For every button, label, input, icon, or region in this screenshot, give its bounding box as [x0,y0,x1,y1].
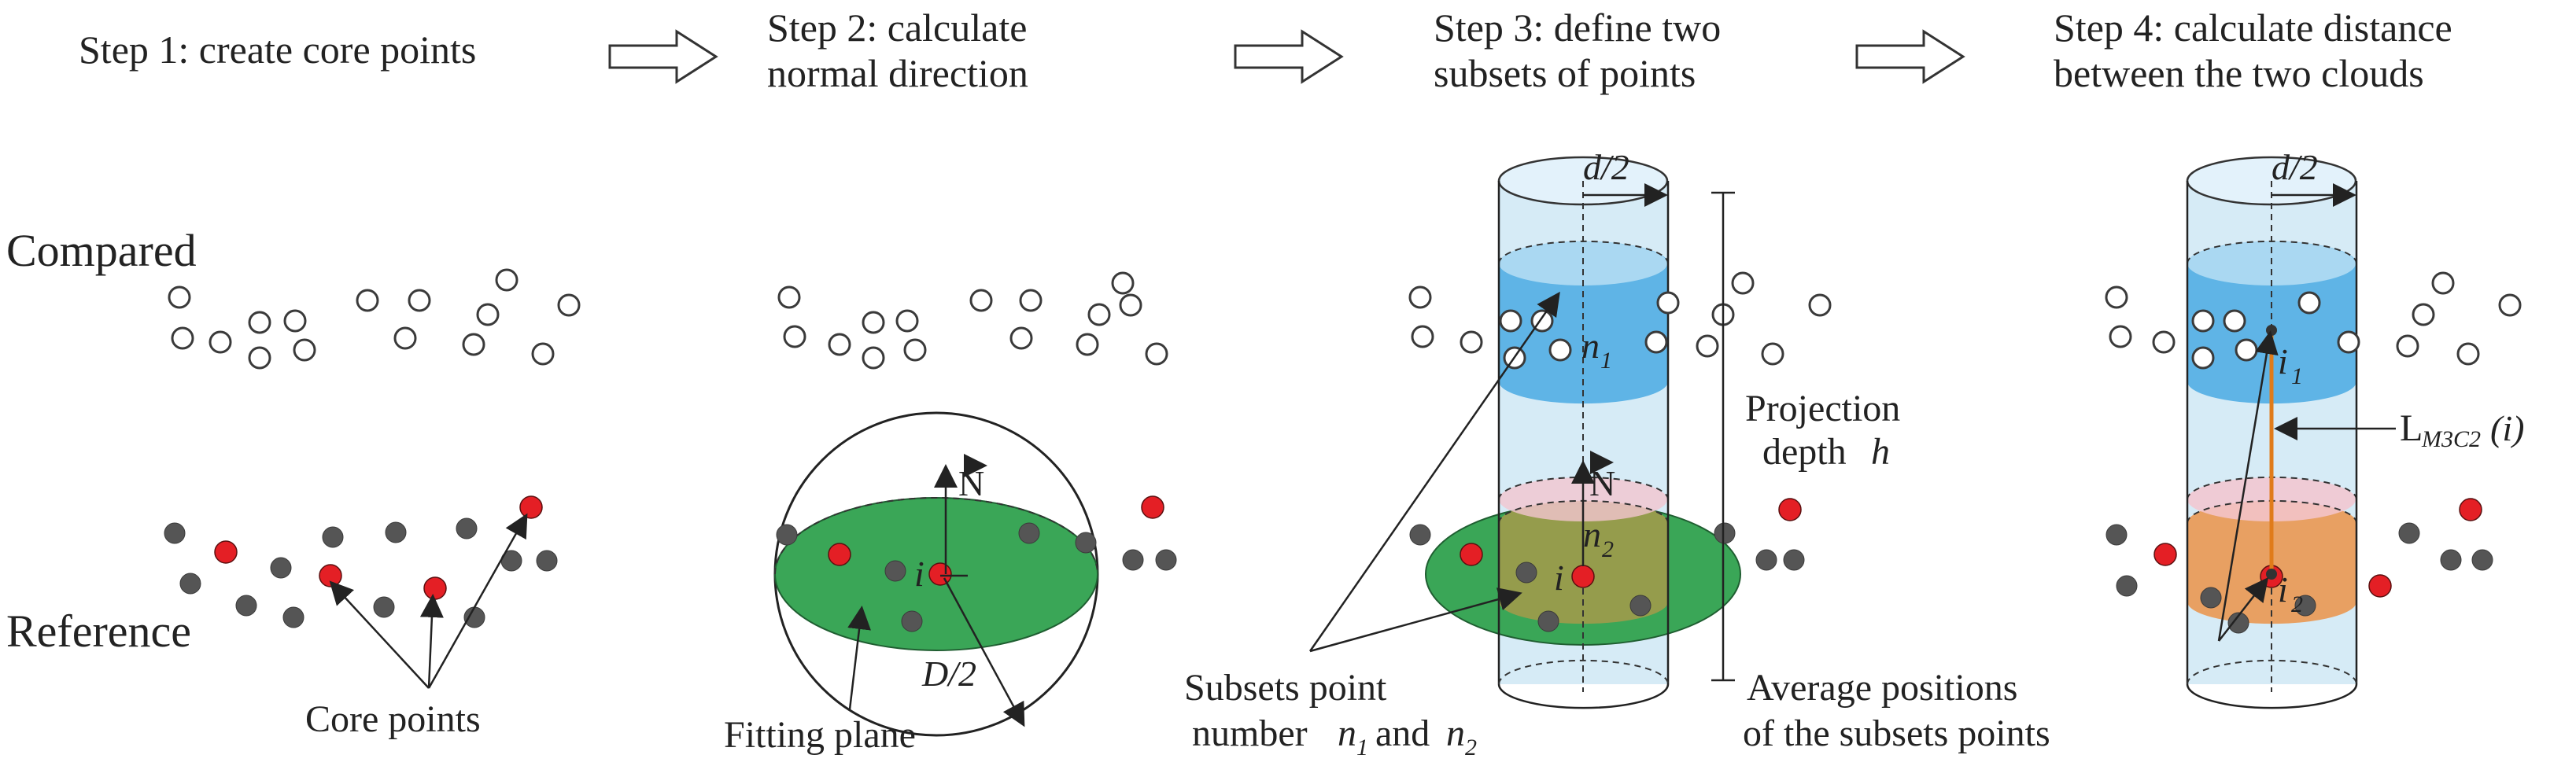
panel-step3: n 1 N n 2 i d/2 Projection depth h S [1184,147,1900,760]
average-label-1: Average positions [1747,667,2017,709]
subsets-leader-1 [1308,291,1560,652]
panel-step4: i 1 i 2 L M3C2 (i) d/2 Average positions… [1743,147,2524,754]
compared-label: Compared [6,225,197,276]
normal-N-label-2: N [958,463,984,503]
svg-text:2: 2 [1465,735,1477,760]
step3-title-line1: Step 3: define two [1434,6,1721,50]
D-half-label: D/2 [921,654,976,694]
average-leader-1 [2217,330,2279,642]
step1-title: Step 1: create core points [79,28,476,72]
compared-points-3 [1408,271,1832,370]
step4-title-line2: between the two clouds [2054,51,2424,95]
i1-label-4: i [2278,341,2288,381]
step2-title-line2: normal direction [767,51,1028,95]
d-half-label-4: d/2 [2272,147,2318,187]
reference-points-2 [776,495,1177,632]
radius-line [943,577,1025,727]
svg-text:M3C2: M3C2 [2421,426,2481,452]
step-arrow-3 [1855,29,1965,84]
panel-step2: N i D/2 Fitting plane [724,271,1177,756]
core-i-label-3: i [1554,558,1564,598]
n1-label-3: n [1581,326,1600,366]
svg-text:2: 2 [1602,536,1614,562]
core-points-label: Core points [305,698,481,740]
lm3c2-label: L [2400,407,2423,449]
average-label-2: of the subsets points [1743,713,2050,754]
svg-text:and: and [1375,713,1430,754]
svg-text:1: 1 [1600,348,1612,374]
subsets-label-1: Subsets point [1184,667,1387,709]
reference-label: Reference [6,606,191,657]
fitting-plane-leader [847,606,871,710]
subsets-label-2: number [1192,713,1308,754]
step-arrow-2 [1234,29,1344,84]
i2-label-4: i [2278,569,2288,609]
step4-title-line1: Step 4: calculate distance [2054,6,2452,50]
d-half-label-3: d/2 [1583,147,1629,187]
core-points-arrows [329,513,528,689]
step-arrow-1 [608,29,718,84]
compared-points-4 [2105,271,2522,370]
compared-points-2 [777,271,1168,370]
svg-text:(i): (i) [2490,408,2524,448]
svg-text:n: n [1338,713,1356,754]
step2-title-line1: Step 2: calculate [767,6,1027,50]
projection-depth-label-2: depth [1762,431,1847,473]
panel-step1: Core points [164,268,581,740]
svg-text:1: 1 [2291,363,2303,389]
svg-text:1: 1 [1356,735,1368,760]
projection-depth-label-1: Projection [1745,388,1900,429]
n2-label-3: n [1583,514,1601,554]
core-i-label-2: i [914,554,924,594]
average-leader-2 [2218,577,2269,642]
compared-points-1 [168,268,581,370]
reference-points-4 [2105,498,2493,634]
reference-points-3 [1409,498,1805,632]
svg-text:h: h [1871,431,1890,473]
step3-title-line2: subsets of points [1434,51,1696,95]
fitting-plane-label: Fitting plane [724,714,916,756]
reference-points-1 [164,495,558,628]
subsets-leader-2 [1309,587,1522,653]
svg-text:n: n [1446,713,1465,754]
normal-N-label-3: N [1589,463,1615,503]
svg-text:2: 2 [2291,591,2303,617]
